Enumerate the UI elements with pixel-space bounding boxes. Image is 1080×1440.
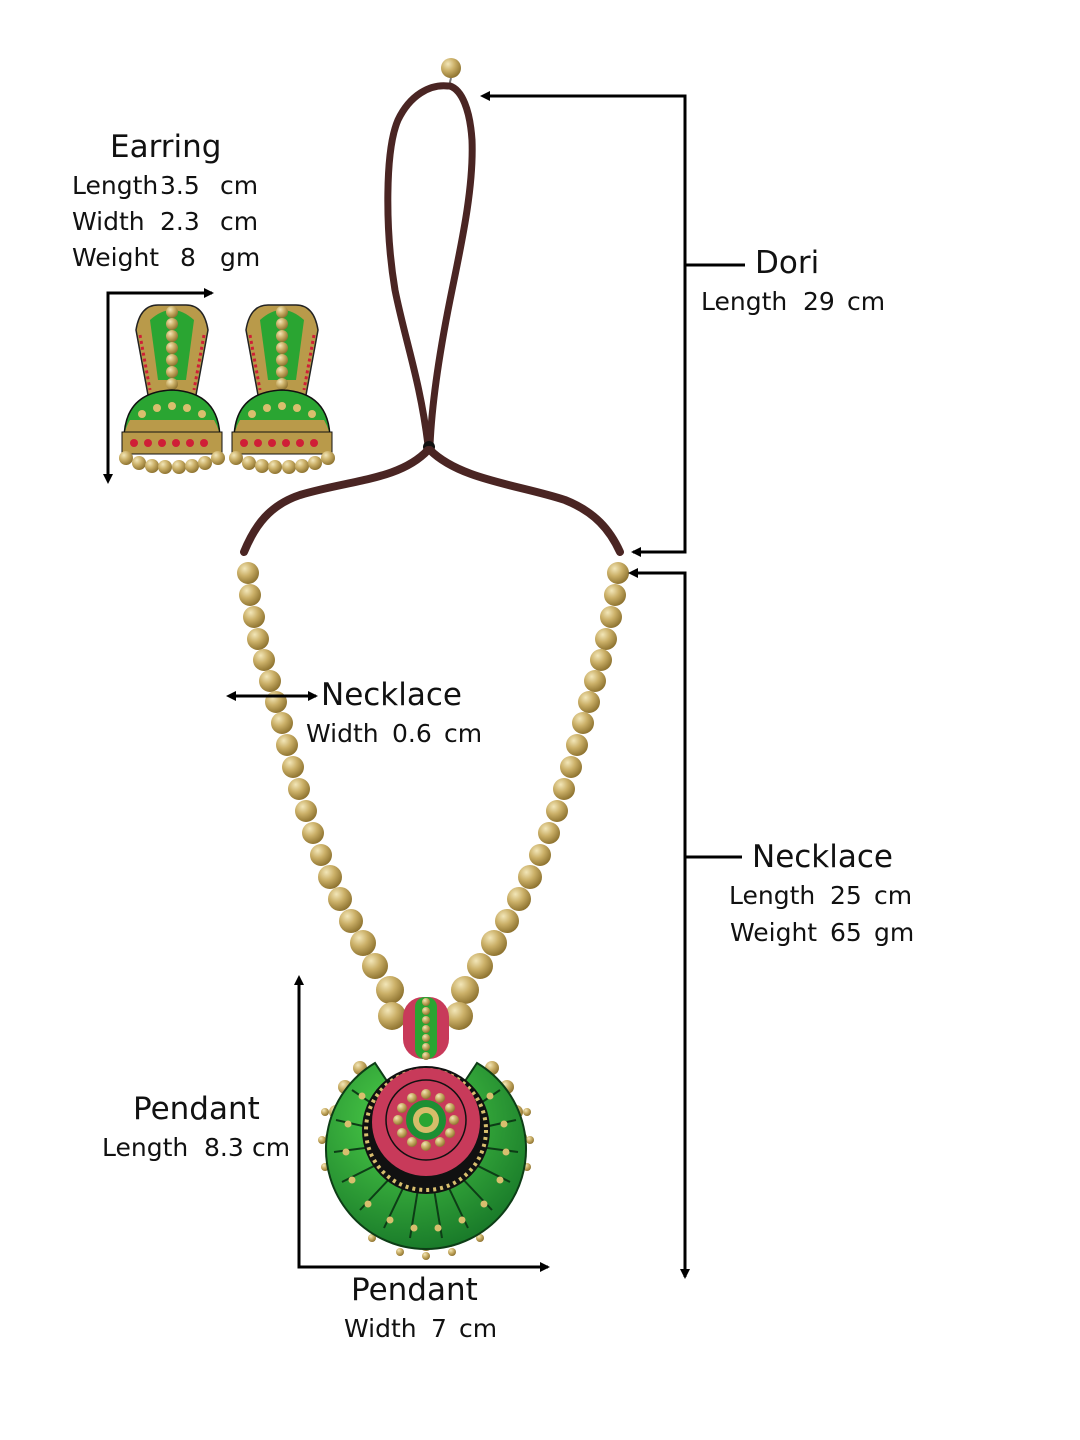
earring-weight-unit: gm: [220, 243, 261, 272]
necklace-length-unit: cm: [874, 881, 913, 910]
necklace-length-value: 25: [830, 881, 862, 910]
necklace-width-title: Necklace: [321, 677, 462, 713]
earring-weight-value: 8: [180, 243, 196, 272]
dori-length-unit: cm: [847, 287, 886, 316]
earring-title: Earring: [110, 129, 222, 165]
earring-length-label: Length: [72, 171, 159, 200]
pendant-length-unit: cm: [252, 1133, 291, 1162]
dori-length-label: Length: [701, 287, 788, 316]
necklace-weight-label: Weight: [730, 918, 818, 947]
bead-necklace-icon: [237, 562, 629, 1030]
earring-length-value: 3.5: [160, 171, 200, 200]
earring-length-unit: cm: [220, 171, 259, 200]
jhumka-earring-icon: [119, 304, 335, 474]
earring-weight-label: Weight: [72, 243, 160, 272]
earring-width-value: 2.3: [160, 207, 200, 236]
necklace-width-label: Width: [306, 719, 379, 748]
pendant-length-title: Pendant: [133, 1091, 260, 1127]
earring-width-unit: cm: [220, 207, 259, 236]
dori-title: Dori: [755, 245, 820, 281]
necklace-weight-unit: gm: [874, 918, 915, 947]
dori-length-value: 29: [803, 287, 835, 316]
necklace-width-value: 0.6: [392, 719, 432, 748]
pendant-width-unit: cm: [459, 1314, 498, 1343]
pendant-icon: [318, 997, 534, 1260]
necklace-width-unit: cm: [444, 719, 483, 748]
necklace-length-label: Length: [729, 881, 816, 910]
pendant-width-value: 7: [431, 1314, 447, 1343]
necklace-title: Necklace: [752, 839, 893, 875]
pendant-length-label: Length: [102, 1133, 189, 1162]
dimension-arrow-icon: [103, 91, 745, 1279]
pendant-width-title: Pendant: [351, 1272, 478, 1308]
earring-width-label: Width: [72, 207, 145, 236]
pendant-length-value: 8.3: [204, 1133, 244, 1162]
necklace-weight-value: 65: [830, 918, 862, 947]
pendant-width-label: Width: [344, 1314, 417, 1343]
